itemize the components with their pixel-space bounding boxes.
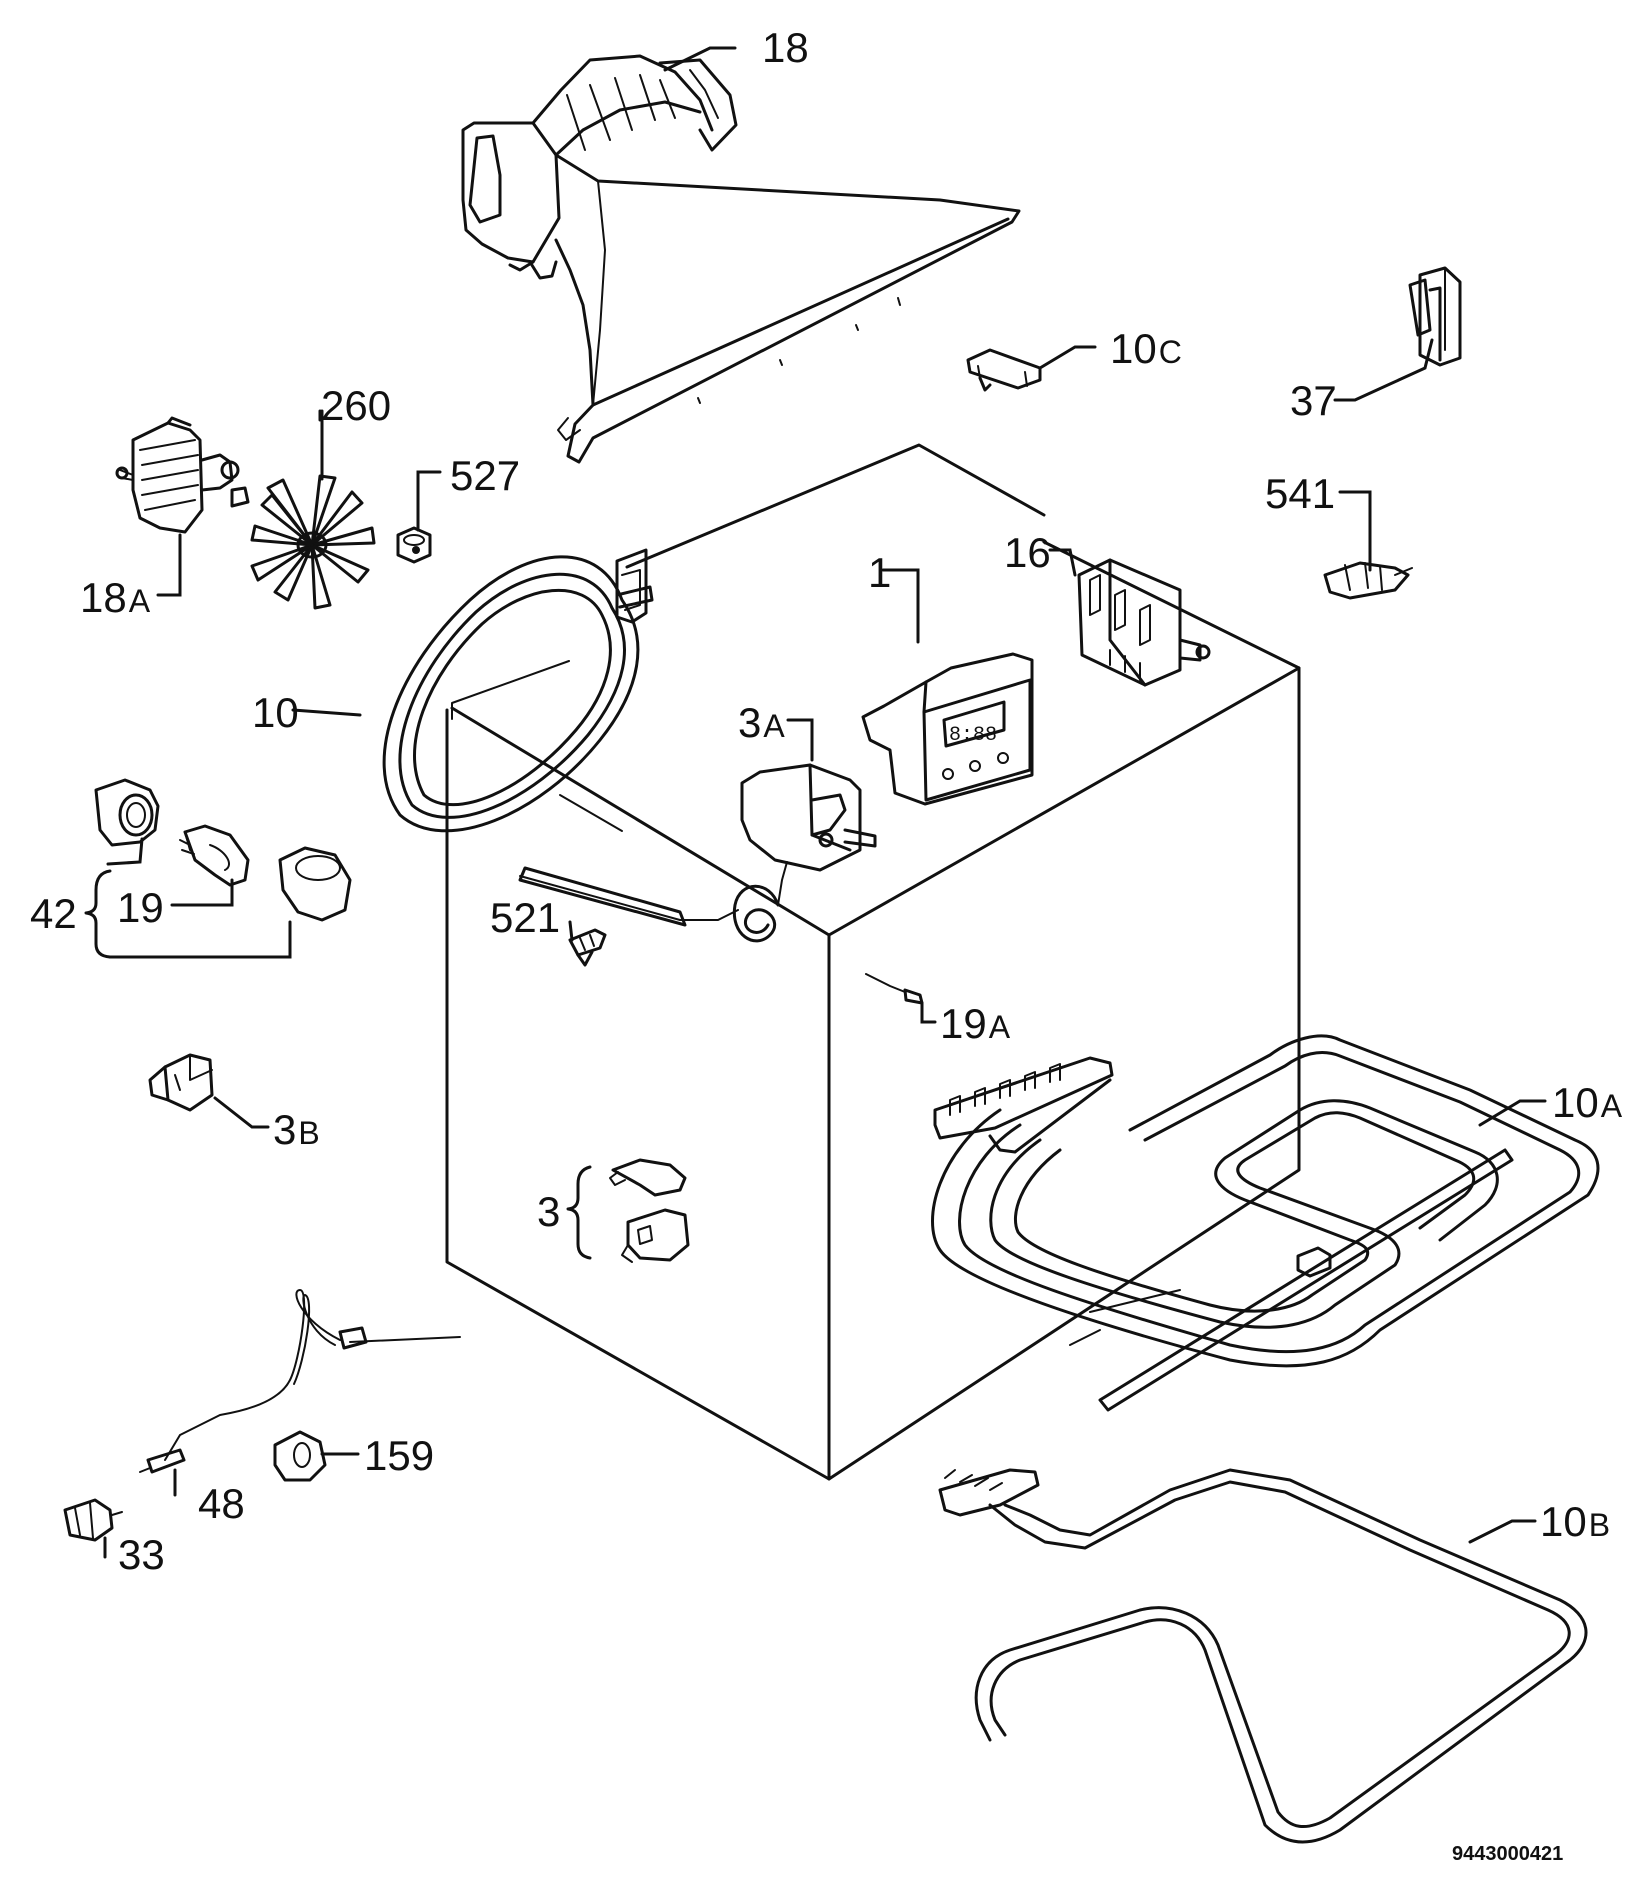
- callout-3: 3: [537, 1188, 560, 1235]
- callout-10C: 10C: [1110, 325, 1182, 372]
- callout-10B: 10B: [1540, 1498, 1610, 1545]
- callout-10: 10: [252, 689, 299, 736]
- grill-heating-element-part: [931, 1034, 1600, 1412]
- door-switch-part: [148, 1053, 214, 1112]
- document-number: 9443000421: [1452, 1843, 1563, 1865]
- brace-3: [566, 1165, 592, 1260]
- callout-10A: 10A: [1552, 1079, 1623, 1126]
- cooling-fan-duct-part: [461, 54, 1021, 464]
- thermostat-part: [518, 763, 877, 943]
- connector-part: [1323, 561, 1413, 600]
- callout-19: 19: [117, 884, 164, 931]
- callout-37: 37: [1290, 377, 1337, 424]
- callout-19A: 19A: [940, 1000, 1011, 1047]
- terminal-bracket-part: [966, 348, 1042, 392]
- callout-48: 48: [198, 1480, 245, 1527]
- fan-blade-part: [250, 474, 376, 610]
- callout-521: 159: [364, 1432, 434, 1479]
- callout-18: 18: [762, 24, 809, 71]
- lamp-wire-part: [865, 973, 924, 1005]
- electronic-timer-part: 8:88: [861, 652, 1034, 806]
- meat-probe-part: [139, 1289, 461, 1474]
- callout-3A: 3A: [738, 699, 785, 746]
- microswitch-part: [609, 1158, 690, 1263]
- oven-lamp-assembly: [94, 778, 352, 922]
- callout-541: 541: [1265, 470, 1335, 517]
- oven-cavity-box: [445, 443, 1301, 1481]
- callout-3B: 3B: [273, 1106, 320, 1153]
- callout-159: 260: [321, 382, 391, 429]
- callout-42: 42: [30, 890, 77, 937]
- bottom-heating-element-part: [938, 1468, 1588, 1844]
- callout-18A: 18A: [80, 574, 151, 621]
- probe-socket-part: [63, 1498, 123, 1542]
- callout-260: 521: [490, 894, 560, 941]
- callout-16: 16: [1004, 529, 1051, 576]
- timer-display-glyphs: 8:88: [949, 724, 997, 747]
- probe-clip-part: [568, 928, 607, 967]
- brace-42: [84, 869, 112, 959]
- fan-nut-part: [396, 526, 432, 564]
- callout-leaders: [103, 46, 1547, 1559]
- selector-switch-part: [1077, 558, 1211, 687]
- callout-33: 33: [118, 1531, 165, 1578]
- circular-heating-element-part: [382, 548, 654, 833]
- callout-527: 527: [450, 452, 520, 499]
- callout-1: 1: [868, 549, 891, 596]
- fan-motor-part: [115, 416, 250, 534]
- probe-cover-part: [273, 1430, 327, 1482]
- hinge-bracket-part: [1408, 266, 1462, 367]
